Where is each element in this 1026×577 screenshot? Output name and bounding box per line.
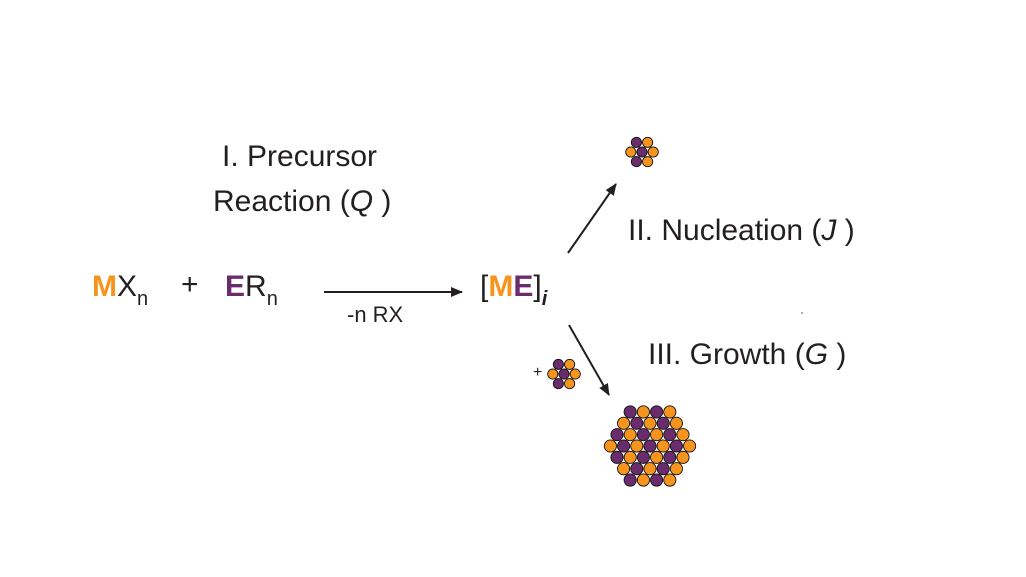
chalcogen-atom bbox=[623, 473, 637, 487]
growth-arrow bbox=[568, 324, 610, 396]
chalcogen-atom bbox=[552, 378, 564, 390]
metal-atom bbox=[636, 405, 650, 419]
metal-atom bbox=[669, 416, 683, 430]
precursor-reaction-line1: I. Precursor bbox=[222, 140, 378, 173]
precursor-reaction-close: ) bbox=[373, 185, 392, 218]
monomer-subscript: i bbox=[541, 288, 548, 310]
precursor-reaction-line2: Reaction (Q ) bbox=[213, 184, 391, 220]
metal-atom bbox=[676, 450, 690, 464]
metal-atom bbox=[650, 428, 664, 442]
chalcogen-atom bbox=[630, 136, 642, 148]
chalcogen-atom bbox=[558, 368, 570, 380]
metal-ligand-count: n bbox=[137, 288, 149, 310]
growth-close: ) bbox=[828, 338, 847, 371]
chalcogen-atom bbox=[630, 462, 644, 476]
chalcogen-atom bbox=[623, 405, 637, 419]
metal-atom bbox=[623, 450, 637, 464]
byproduct-label: -n RX bbox=[347, 302, 404, 327]
growth-plus-sign: + bbox=[533, 364, 543, 381]
growth-label: III. Growth (G ) bbox=[648, 337, 846, 373]
metal-atom bbox=[630, 439, 644, 453]
metal-atom bbox=[669, 462, 683, 476]
metal-atom bbox=[643, 416, 657, 430]
chalcogen-atom bbox=[630, 416, 644, 430]
metal-atom bbox=[676, 428, 690, 442]
chalcogen-atom bbox=[663, 428, 677, 442]
metal-atom bbox=[642, 136, 654, 148]
precursor-reaction-label: Reaction ( bbox=[213, 185, 350, 218]
monomer-open-bracket: [ bbox=[480, 270, 489, 303]
metal-atom bbox=[647, 146, 659, 158]
nucleation-label: II. Nucleation (J ) bbox=[628, 213, 855, 249]
nucleation-text: II. Nucleation ( bbox=[628, 214, 822, 247]
chalcogen-atom bbox=[636, 428, 650, 442]
grown-nanocrystal bbox=[603, 405, 697, 487]
monomer-chalcogen: E bbox=[513, 270, 534, 303]
chalcogen-atom bbox=[656, 416, 670, 430]
chalcogen-atom bbox=[650, 405, 664, 419]
metal-atom bbox=[643, 462, 657, 476]
nucleus-particle-growth bbox=[547, 358, 581, 390]
stray-dot bbox=[801, 312, 803, 314]
chalcogen-atom bbox=[663, 450, 677, 464]
monomer: [ME]i bbox=[480, 269, 548, 310]
chalcogen-atom bbox=[610, 450, 624, 464]
chalcogen-atom bbox=[656, 462, 670, 476]
metal-atom bbox=[683, 439, 697, 453]
chalcogen-ligand-count: n bbox=[266, 288, 278, 310]
metal-atom bbox=[663, 405, 677, 419]
chalcogen-atom bbox=[643, 439, 657, 453]
metal-atom bbox=[547, 368, 559, 380]
nucleation-close: ) bbox=[836, 214, 855, 247]
metal-atom bbox=[617, 462, 631, 476]
monomer-metal: M bbox=[488, 270, 514, 303]
nucleus-particle bbox=[625, 136, 659, 168]
chalcogen-atom bbox=[552, 358, 564, 370]
metal-ligand: X bbox=[117, 270, 138, 303]
metal-atom bbox=[603, 439, 617, 453]
metal-atom bbox=[656, 439, 670, 453]
chalcogen-atom bbox=[617, 439, 631, 453]
metal-atom bbox=[663, 473, 677, 487]
rate-symbol-g: G bbox=[804, 338, 829, 371]
metal-symbol: M bbox=[92, 270, 117, 303]
rate-symbol-q: Q bbox=[349, 185, 374, 218]
metal-atom bbox=[623, 428, 637, 442]
rate-symbol-j: J bbox=[821, 214, 837, 247]
plus-sign: + bbox=[181, 268, 199, 301]
chalcogen-atom bbox=[630, 156, 642, 168]
metal-atom bbox=[564, 378, 576, 390]
chalcogen-atom bbox=[650, 473, 664, 487]
chalcogen-precursor: ERn bbox=[225, 269, 278, 310]
metal-atom bbox=[564, 358, 576, 370]
chalcogen-ligand: R bbox=[245, 270, 267, 303]
metal-atom bbox=[617, 416, 631, 430]
chalcogen-atom bbox=[636, 450, 650, 464]
chalcogen-atom bbox=[610, 428, 624, 442]
chalcogen-symbol: E bbox=[225, 270, 246, 303]
metal-atom bbox=[569, 368, 581, 380]
metal-atom bbox=[650, 450, 664, 464]
chalcogen-atom bbox=[636, 146, 648, 158]
chalcogen-atom bbox=[669, 439, 683, 453]
nucleation-arrow bbox=[567, 183, 617, 254]
metal-atom bbox=[625, 146, 637, 158]
metal-atom bbox=[636, 473, 650, 487]
metal-precursor: MXn bbox=[92, 269, 149, 310]
monomer-close-bracket: ] bbox=[533, 270, 542, 303]
growth-text: III. Growth ( bbox=[648, 338, 805, 371]
metal-atom bbox=[642, 156, 654, 168]
